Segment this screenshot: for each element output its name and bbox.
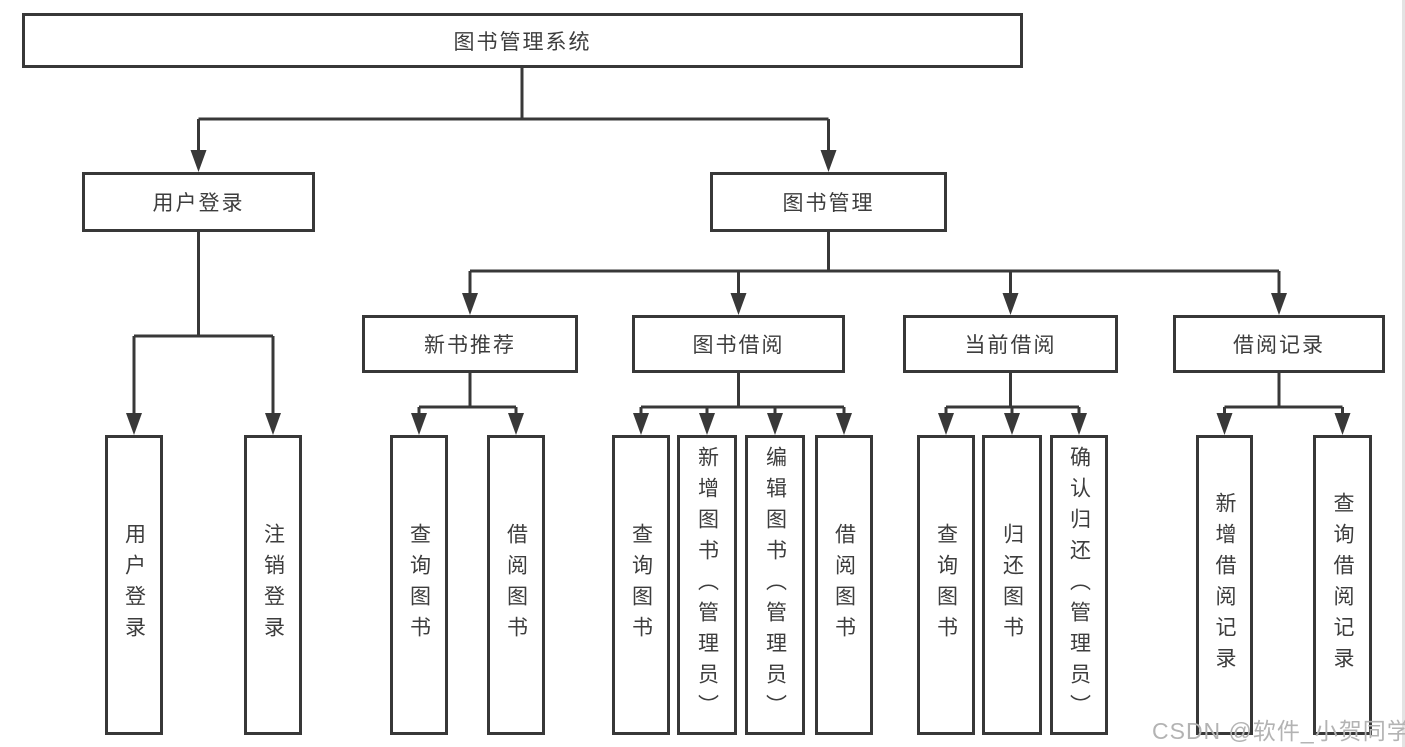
arrowhead-icon	[462, 293, 478, 315]
connector-book-management-bus	[470, 232, 1279, 273]
leaf-label: 查询图书	[629, 523, 653, 647]
connector-current-borrow-bus	[946, 373, 1079, 409]
node-leaf-logout: 注销登录	[244, 435, 302, 735]
connector-book-borrow-bus	[641, 373, 844, 409]
connector-root-bus	[198, 68, 829, 121]
arrowhead-icon	[767, 413, 783, 435]
node-leaf-user-login: 用户登录	[105, 435, 163, 735]
node-new-book-recommend: 新书推荐	[362, 315, 578, 373]
node-leaf-borrow-books-recommend: 借阅图书	[487, 435, 545, 735]
node-leaf-query-books-current: 查询图书	[917, 435, 975, 735]
node-book-borrow: 图书借阅	[632, 315, 845, 373]
arrowhead-icon	[1216, 413, 1233, 435]
arrowhead-icon	[1071, 413, 1087, 435]
csdn-watermark: CSDN @软件_小贺同学	[1152, 718, 1405, 744]
arrowhead-icon	[1002, 293, 1019, 315]
node-leaf-query-books-borrow: 查询图书	[612, 435, 670, 735]
leaf-label: 查询图书	[407, 523, 431, 647]
right-edge-strip	[1402, 0, 1405, 747]
leaf-label: 查询借阅记录	[1331, 492, 1354, 678]
arrowhead-icon	[820, 150, 837, 172]
leaf-label: 用户登录	[122, 523, 146, 647]
connector-new-book-bus	[419, 373, 516, 409]
leaf-label: 注销登录	[261, 523, 285, 647]
node-leaf-query-books-recommend: 查询图书	[390, 435, 448, 735]
leaf-label: 新增借阅记录	[1213, 492, 1236, 678]
arrowhead-icon	[1004, 413, 1020, 435]
leaf-label: 查询图书	[934, 523, 958, 647]
node-user-login-module: 用户登录	[82, 172, 315, 232]
leaf-label: 编辑图书（管理员）	[763, 445, 787, 725]
node-leaf-edit-books-admin: 编辑图书（管理员）	[745, 435, 805, 735]
connector-borrow-record-bus	[1224, 373, 1343, 409]
node-leaf-query-borrow-record: 查询借阅记录	[1313, 435, 1372, 735]
arrowhead-icon	[126, 413, 142, 435]
leaf-label: 新增图书（管理员）	[695, 445, 719, 725]
arrowhead-icon	[836, 413, 852, 435]
leaf-label: 借阅图书	[832, 523, 856, 647]
node-leaf-add-borrow-record: 新增借阅记录	[1196, 435, 1253, 735]
node-leaf-return-books: 归还图书	[982, 435, 1042, 735]
connector-user-login-bus	[134, 232, 273, 338]
node-leaf-add-books-admin: 新增图书（管理员）	[677, 435, 737, 735]
arrowhead-icon	[265, 413, 281, 435]
node-current-borrow: 当前借阅	[903, 315, 1118, 373]
node-root-system: 图书管理系统	[22, 13, 1023, 68]
node-leaf-confirm-return-admin: 确认归还（管理员）	[1050, 435, 1108, 735]
arrowhead-icon	[508, 413, 524, 435]
arrowhead-icon	[938, 413, 954, 435]
node-book-management-module: 图书管理	[710, 172, 947, 232]
arrowhead-icon	[190, 150, 207, 172]
node-leaf-borrow-books: 借阅图书	[815, 435, 873, 735]
leaf-label: 借阅图书	[504, 523, 528, 647]
arrowhead-icon	[1271, 293, 1287, 315]
leaf-label: 归还图书	[1000, 523, 1024, 647]
leaf-label: 确认归还（管理员）	[1067, 445, 1091, 725]
arrowhead-icon	[1334, 413, 1351, 435]
arrowhead-icon	[411, 413, 427, 435]
node-borrow-record: 借阅记录	[1173, 315, 1385, 373]
arrowhead-icon	[730, 293, 747, 315]
arrowhead-icon	[633, 413, 649, 435]
arrowhead-icon	[699, 413, 715, 435]
